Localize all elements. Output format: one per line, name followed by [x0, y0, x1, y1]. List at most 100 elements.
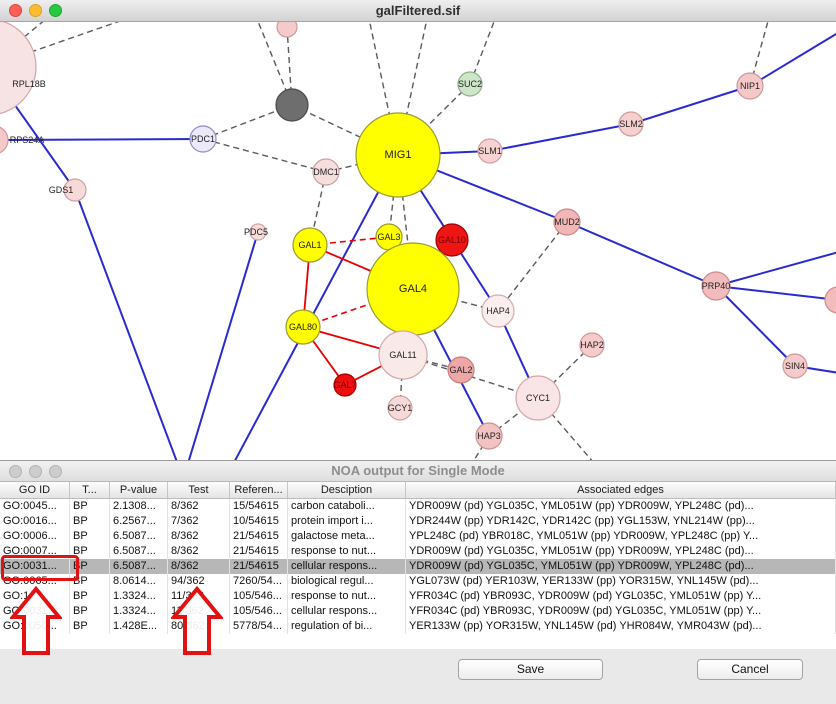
table-cell[interactable]: 1.3324...: [110, 604, 168, 619]
table-cell[interactable]: 2.1308...: [110, 499, 168, 514]
table-cell[interactable]: 8/362: [168, 559, 230, 574]
graph-node-CYC1[interactable]: [515, 375, 561, 421]
table-cell[interactable]: cellular respons...: [288, 604, 406, 619]
table-cell[interactable]: protein import i...: [288, 514, 406, 529]
table-cell[interactable]: response to nut...: [288, 544, 406, 559]
table-cell[interactable]: YFR034C (pd) YBR093C, YDR009W (pd) YGL03…: [406, 589, 836, 604]
graph-node-HAP4[interactable]: [481, 294, 515, 328]
graph-node-HAP2[interactable]: [579, 332, 605, 358]
graph-edge[interactable]: [715, 250, 836, 287]
graph-node-NIP1[interactable]: [736, 72, 764, 100]
table-cell[interactable]: 21/54615: [230, 544, 288, 559]
graph-edge[interactable]: [230, 154, 399, 460]
graph-node-RIGHT1[interactable]: [824, 286, 836, 314]
network-canvas[interactable]: RPL18BRPS24AGDS1PDC1DMC1MIG1SUC2SLM1SLM2…: [0, 22, 836, 460]
graph-node-PDC5[interactable]: [249, 223, 267, 241]
graph-node-GAL2[interactable]: [447, 356, 475, 384]
table-cell[interactable]: YFR034C (pd) YBR093C, YDR009W (pd) YGL03…: [406, 604, 836, 619]
graph-node-GAL10[interactable]: [435, 223, 469, 257]
table-cell[interactable]: YGL073W (pd) YER103W, YER133W (pp) YOR31…: [406, 574, 836, 589]
graph-edge[interactable]: [630, 85, 751, 125]
graph-node-MIG1[interactable]: [355, 112, 441, 198]
column-header[interactable]: Associated edges: [406, 482, 836, 498]
graph-node-DMC1[interactable]: [312, 158, 340, 186]
table-cell[interactable]: 6.5087...: [110, 559, 168, 574]
graph-node-GAL80[interactable]: [285, 309, 321, 345]
column-header[interactable]: Test: [168, 482, 230, 498]
graph-edge[interactable]: [497, 221, 568, 312]
minimize-button[interactable]: [29, 4, 42, 17]
graph-edge[interactable]: [715, 285, 836, 301]
table-cell[interactable]: BP: [70, 544, 110, 559]
table-cell[interactable]: carbon cataboli...: [288, 499, 406, 514]
graph-node-RPS24A[interactable]: [0, 126, 9, 154]
table-cell[interactable]: 10/54615: [230, 514, 288, 529]
graph-node-GRAY1[interactable]: [275, 88, 309, 122]
graph-node-MUD2[interactable]: [553, 208, 581, 236]
graph-node-GCY1[interactable]: [387, 395, 413, 421]
column-header[interactable]: Referen...: [230, 482, 288, 498]
table-cell[interactable]: 8.0614...: [110, 574, 168, 589]
table-cell[interactable]: GO:0031...: [0, 559, 70, 574]
graph-node-TOP1[interactable]: [276, 22, 298, 38]
table-cell[interactable]: YDR009W (pd) YGL035C, YML051W (pp) YDR00…: [406, 499, 836, 514]
graph-node-RPL18B[interactable]: [0, 22, 37, 115]
graph-edge[interactable]: [186, 231, 259, 460]
table-cell[interactable]: BP: [70, 499, 110, 514]
table-cell[interactable]: YDR009W (pd) YGL035C, YML051W (pp) YDR00…: [406, 559, 836, 574]
table-cell[interactable]: 8/362: [168, 544, 230, 559]
graph-node-SLM2[interactable]: [618, 111, 644, 137]
graph-node-SUC2[interactable]: [457, 71, 483, 97]
graph-edge[interactable]: [0, 138, 204, 141]
table-row[interactable]: GO:0050...BP1.428E...80/3625778/54...reg…: [0, 619, 836, 634]
column-header[interactable]: T...: [70, 482, 110, 498]
table-cell[interactable]: GO:0045...: [0, 499, 70, 514]
table-cell[interactable]: 7260/54...: [230, 574, 288, 589]
graph-node-GAL11[interactable]: [378, 330, 428, 380]
table-cell[interactable]: GO:0016...: [0, 514, 70, 529]
table-cell[interactable]: 105/546...: [230, 589, 288, 604]
table-cell[interactable]: 1.3324...: [110, 589, 168, 604]
table-row[interactable]: GO:0031...BP1.3324...11/362105/546...cel…: [0, 604, 836, 619]
close-button[interactable]: [9, 465, 22, 478]
table-cell[interactable]: BP: [70, 619, 110, 634]
table-cell[interactable]: cellular respons...: [288, 559, 406, 574]
graph-edge[interactable]: [489, 123, 632, 152]
graph-edge[interactable]: [202, 138, 327, 173]
column-header[interactable]: Desciption: [288, 482, 406, 498]
graph-node-SIN4[interactable]: [782, 353, 808, 379]
graph-node-PRP40[interactable]: [701, 271, 731, 301]
table-cell[interactable]: GO:0007...: [0, 544, 70, 559]
graph-node-GAL7[interactable]: [333, 373, 357, 397]
close-button[interactable]: [9, 4, 22, 17]
table-cell[interactable]: 21/54615: [230, 529, 288, 544]
graph-node-GAL1[interactable]: [292, 227, 328, 263]
table-cell[interactable]: 105/546...: [230, 604, 288, 619]
graph-node-SLM1[interactable]: [477, 138, 503, 164]
table-cell[interactable]: GO:0006...: [0, 529, 70, 544]
graph-edge[interactable]: [202, 104, 293, 140]
table-cell[interactable]: 6.5087...: [110, 529, 168, 544]
table-cell[interactable]: YDR009W (pd) YGL035C, YML051W (pp) YDR00…: [406, 544, 836, 559]
table-cell[interactable]: biological regul...: [288, 574, 406, 589]
minimize-button[interactable]: [29, 465, 42, 478]
table-cell[interactable]: 21/54615: [230, 559, 288, 574]
table-cell[interactable]: BP: [70, 514, 110, 529]
save-button[interactable]: Save: [458, 659, 603, 680]
table-cell[interactable]: 8/362: [168, 499, 230, 514]
table-cell[interactable]: BP: [70, 589, 110, 604]
table-cell[interactable]: galactose meta...: [288, 529, 406, 544]
table-cell[interactable]: BP: [70, 529, 110, 544]
graph-edge[interactable]: [749, 28, 836, 87]
zoom-button[interactable]: [49, 465, 62, 478]
table-cell[interactable]: regulation of bi...: [288, 619, 406, 634]
table-cell[interactable]: BP: [70, 604, 110, 619]
zoom-button[interactable]: [49, 4, 62, 17]
table-cell[interactable]: YPL248C (pd) YBR018C, YML051W (pp) YDR00…: [406, 529, 836, 544]
